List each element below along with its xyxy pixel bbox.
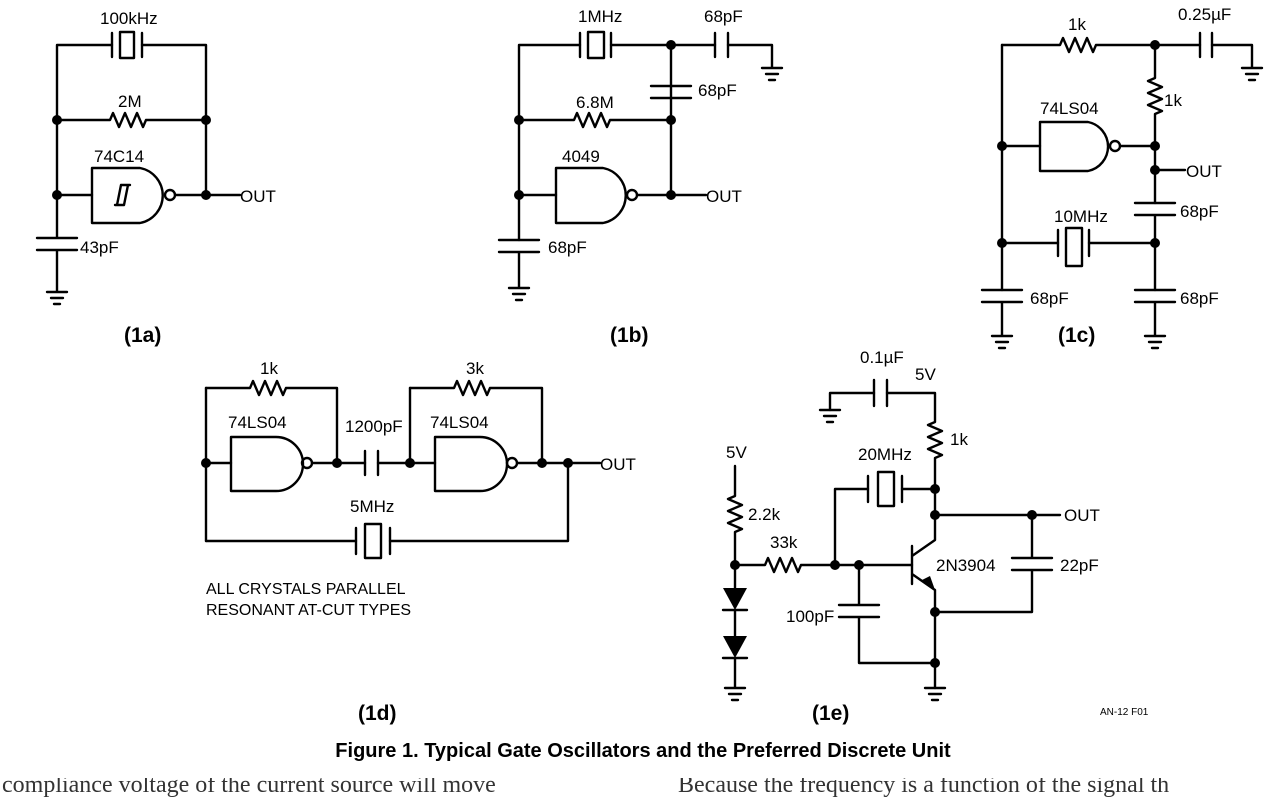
label-1d-out: OUT xyxy=(600,455,636,474)
label-1c-out: OUT xyxy=(1186,162,1222,181)
note-1d-line1: ALL CRYSTALS PARALLEL xyxy=(206,581,406,598)
label-1c-cap-left-bottom: 68pF xyxy=(1030,289,1069,308)
label-1c-crystal: 10MHz xyxy=(1054,207,1108,226)
label-1e-cap-feedback: 22pF xyxy=(1060,556,1099,575)
label-1d-gate-right: 74LS04 xyxy=(430,413,489,432)
cropped-body-text: compliance voltage of the current source… xyxy=(0,778,1286,800)
label-1c-cap-top: 0.25µF xyxy=(1178,5,1231,24)
label-1c-gate: 74LS04 xyxy=(1040,99,1099,118)
label-1c-cap-right-bottom: 68pF xyxy=(1180,289,1219,308)
label-1a-crystal: 100kHz xyxy=(100,9,158,28)
label-1a-out: OUT xyxy=(240,187,276,206)
label-1e-cap-top: 0.1µF xyxy=(860,348,904,367)
subtitle-1a: (1a) xyxy=(124,324,161,347)
label-1e-cap-base: 100pF xyxy=(786,607,834,626)
label-1a-cap: 43pF xyxy=(80,238,119,257)
label-1e-crystal: 20MHz xyxy=(858,445,912,464)
label-1c-cap-right-mid: 68pF xyxy=(1180,202,1219,221)
subtitle-1b: (1b) xyxy=(610,324,649,347)
circuit-1d: 1k 3k 74LS04 74LS04 1200pF 5MHz OUT ALL … xyxy=(201,359,636,725)
label-1a-gate: 74C14 xyxy=(94,147,144,166)
label-1b-cap-top: 68pF xyxy=(704,7,743,26)
label-1d-gate-left: 74LS04 xyxy=(228,413,287,432)
label-1b-cap-mid: 68pF xyxy=(698,81,737,100)
label-1d-resistor-left: 1k xyxy=(260,359,278,378)
label-1d-cap: 1200pF xyxy=(345,417,403,436)
label-1d-crystal: 5MHz xyxy=(350,497,394,516)
label-1b-resistor: 6.8M xyxy=(576,93,614,112)
figure-caption: Figure 1. Typical Gate Oscillators and t… xyxy=(335,740,951,762)
subtitle-1e: (1e) xyxy=(812,702,849,725)
circuit-1b: 1MHz 68pF 68pF 6.8M 4049 68pF OUT (1b) xyxy=(497,7,784,347)
label-1b-crystal: 1MHz xyxy=(578,7,622,26)
label-1b-out: OUT xyxy=(706,187,742,206)
body-text-left: compliance voltage of the current source… xyxy=(2,778,496,798)
label-1c-resistor-side: 1k xyxy=(1164,91,1182,110)
label-1e-resistor-base: 33k xyxy=(770,533,798,552)
label-1e-supply-left: 5V xyxy=(726,443,747,462)
label-1d-resistor-right: 3k xyxy=(466,359,484,378)
circuit-1e: 0.1µF 5V 1k 5V 2.2k 20MHz 33k 2N3904 OUT… xyxy=(721,348,1100,725)
label-1b-gate: 4049 xyxy=(562,147,600,166)
label-1e-resistor-collector: 1k xyxy=(950,430,968,449)
label-1e-resistor-bias: 2.2k xyxy=(748,505,781,524)
label-1a-resistor: 2M xyxy=(118,92,142,111)
label-1e-supply-top: 5V xyxy=(915,365,936,384)
label-1e-transistor: 2N3904 xyxy=(936,556,996,575)
label-1b-cap-bottom: 68pF xyxy=(548,238,587,257)
figure-id: AN-12 F01 xyxy=(1100,707,1149,718)
subtitle-1d: (1d) xyxy=(358,702,397,725)
circuit-1c: 1k 0.25µF 1k 74LS04 OUT 68pF 10MHz 68pF … xyxy=(980,5,1264,350)
note-1d-line2: RESONANT AT-CUT TYPES xyxy=(206,602,411,619)
label-1c-resistor-top: 1k xyxy=(1068,15,1086,34)
body-text-right: Because the frequency is a function of t… xyxy=(678,778,1170,798)
subtitle-1c: (1c) xyxy=(1058,324,1095,347)
label-1e-out: OUT xyxy=(1064,506,1100,525)
circuit-1a: 100kHz 2M 74C14 43pF OUT (1a) xyxy=(35,9,276,347)
